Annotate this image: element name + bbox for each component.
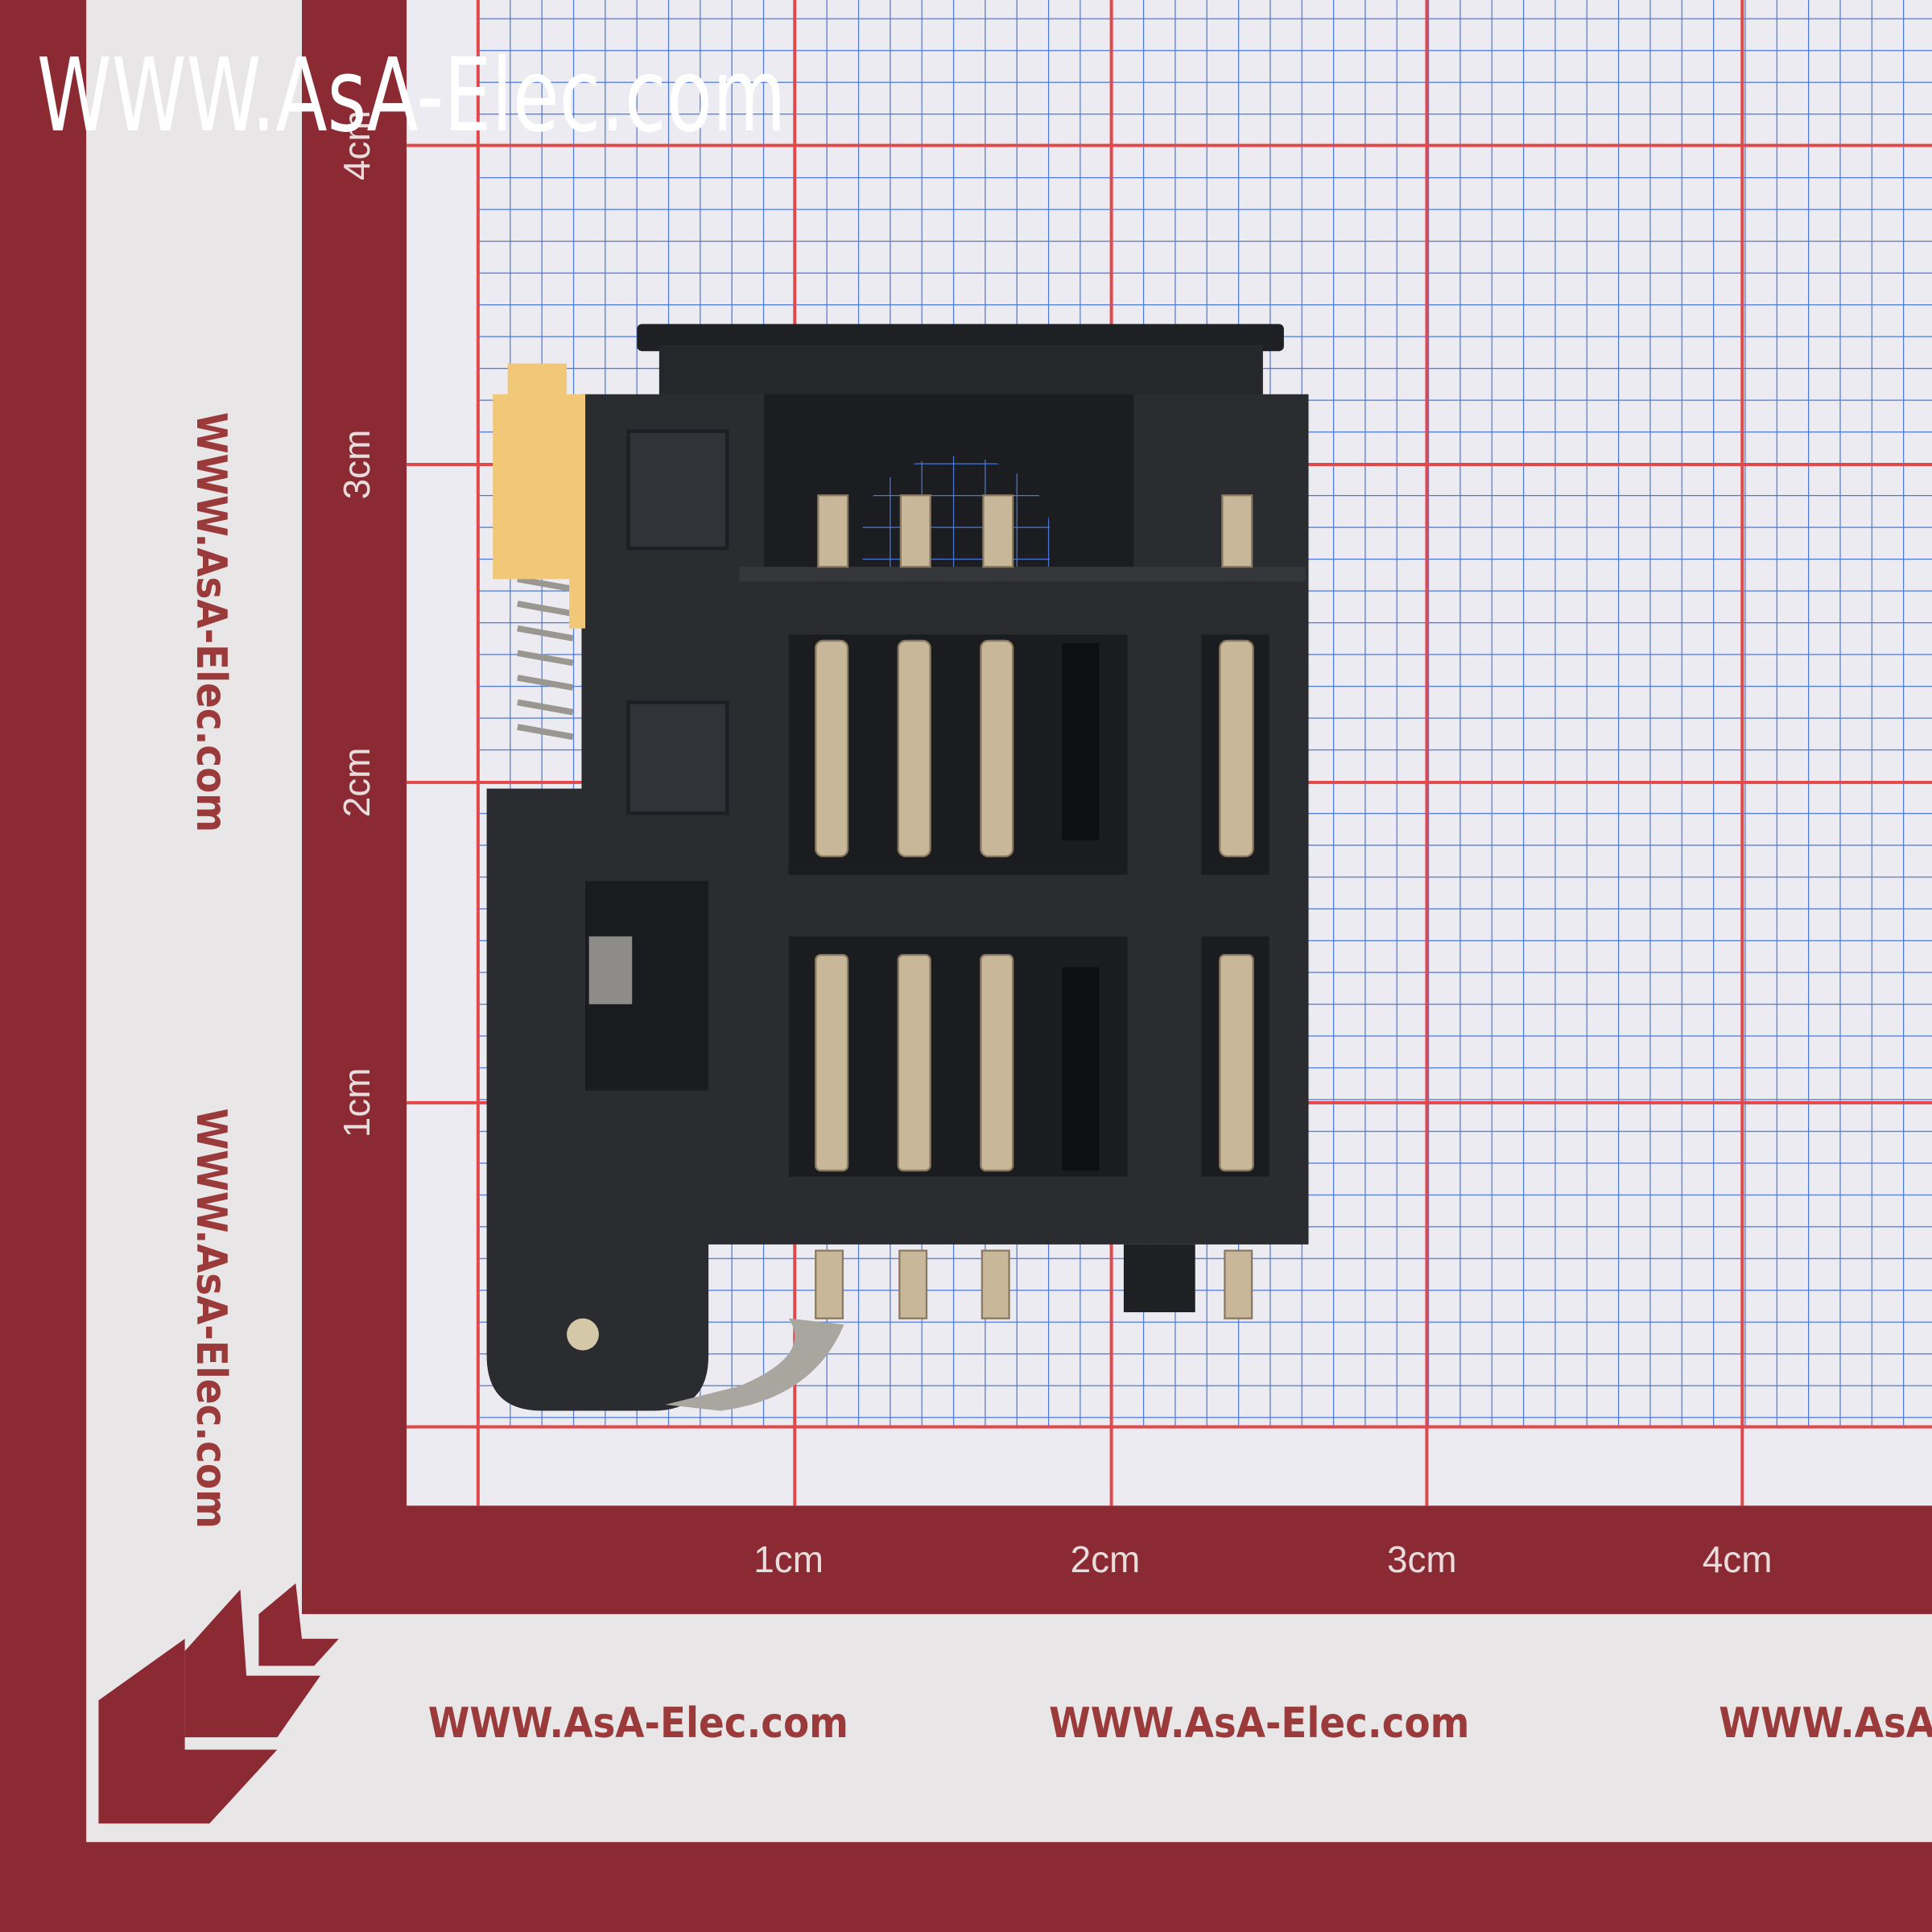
watermark-text: WWW.AsA-Elec.com bbox=[37, 36, 786, 155]
x-label-4cm: 4cm bbox=[1703, 1538, 1773, 1580]
bottom-watermark: WWW.AsA-Eh bbox=[1719, 1699, 1932, 1748]
side-watermark: WWW.AsA-Elec.com bbox=[187, 412, 235, 832]
bottom-watermark: WWW.AsA-Elec.com bbox=[1049, 1699, 1469, 1748]
y-label-4cm: 4cm bbox=[336, 110, 378, 180]
side-watermark: WWW.AsA-Elec.com bbox=[187, 1108, 235, 1529]
bottom-watermark: WWW.AsA-Elec.com bbox=[428, 1699, 848, 1748]
y-label-2cm: 2cm bbox=[336, 748, 378, 818]
x-label-3cm: 3cm bbox=[1387, 1538, 1457, 1580]
y-label-3cm: 3cm bbox=[336, 430, 378, 500]
x-label-1cm: 1cm bbox=[753, 1538, 824, 1580]
x-label-2cm: 2cm bbox=[1071, 1538, 1141, 1580]
corner-arrow-icon bbox=[98, 1583, 339, 1824]
sim-connector bbox=[486, 324, 1309, 1411]
y-label-1cm: 1cm bbox=[336, 1068, 378, 1138]
